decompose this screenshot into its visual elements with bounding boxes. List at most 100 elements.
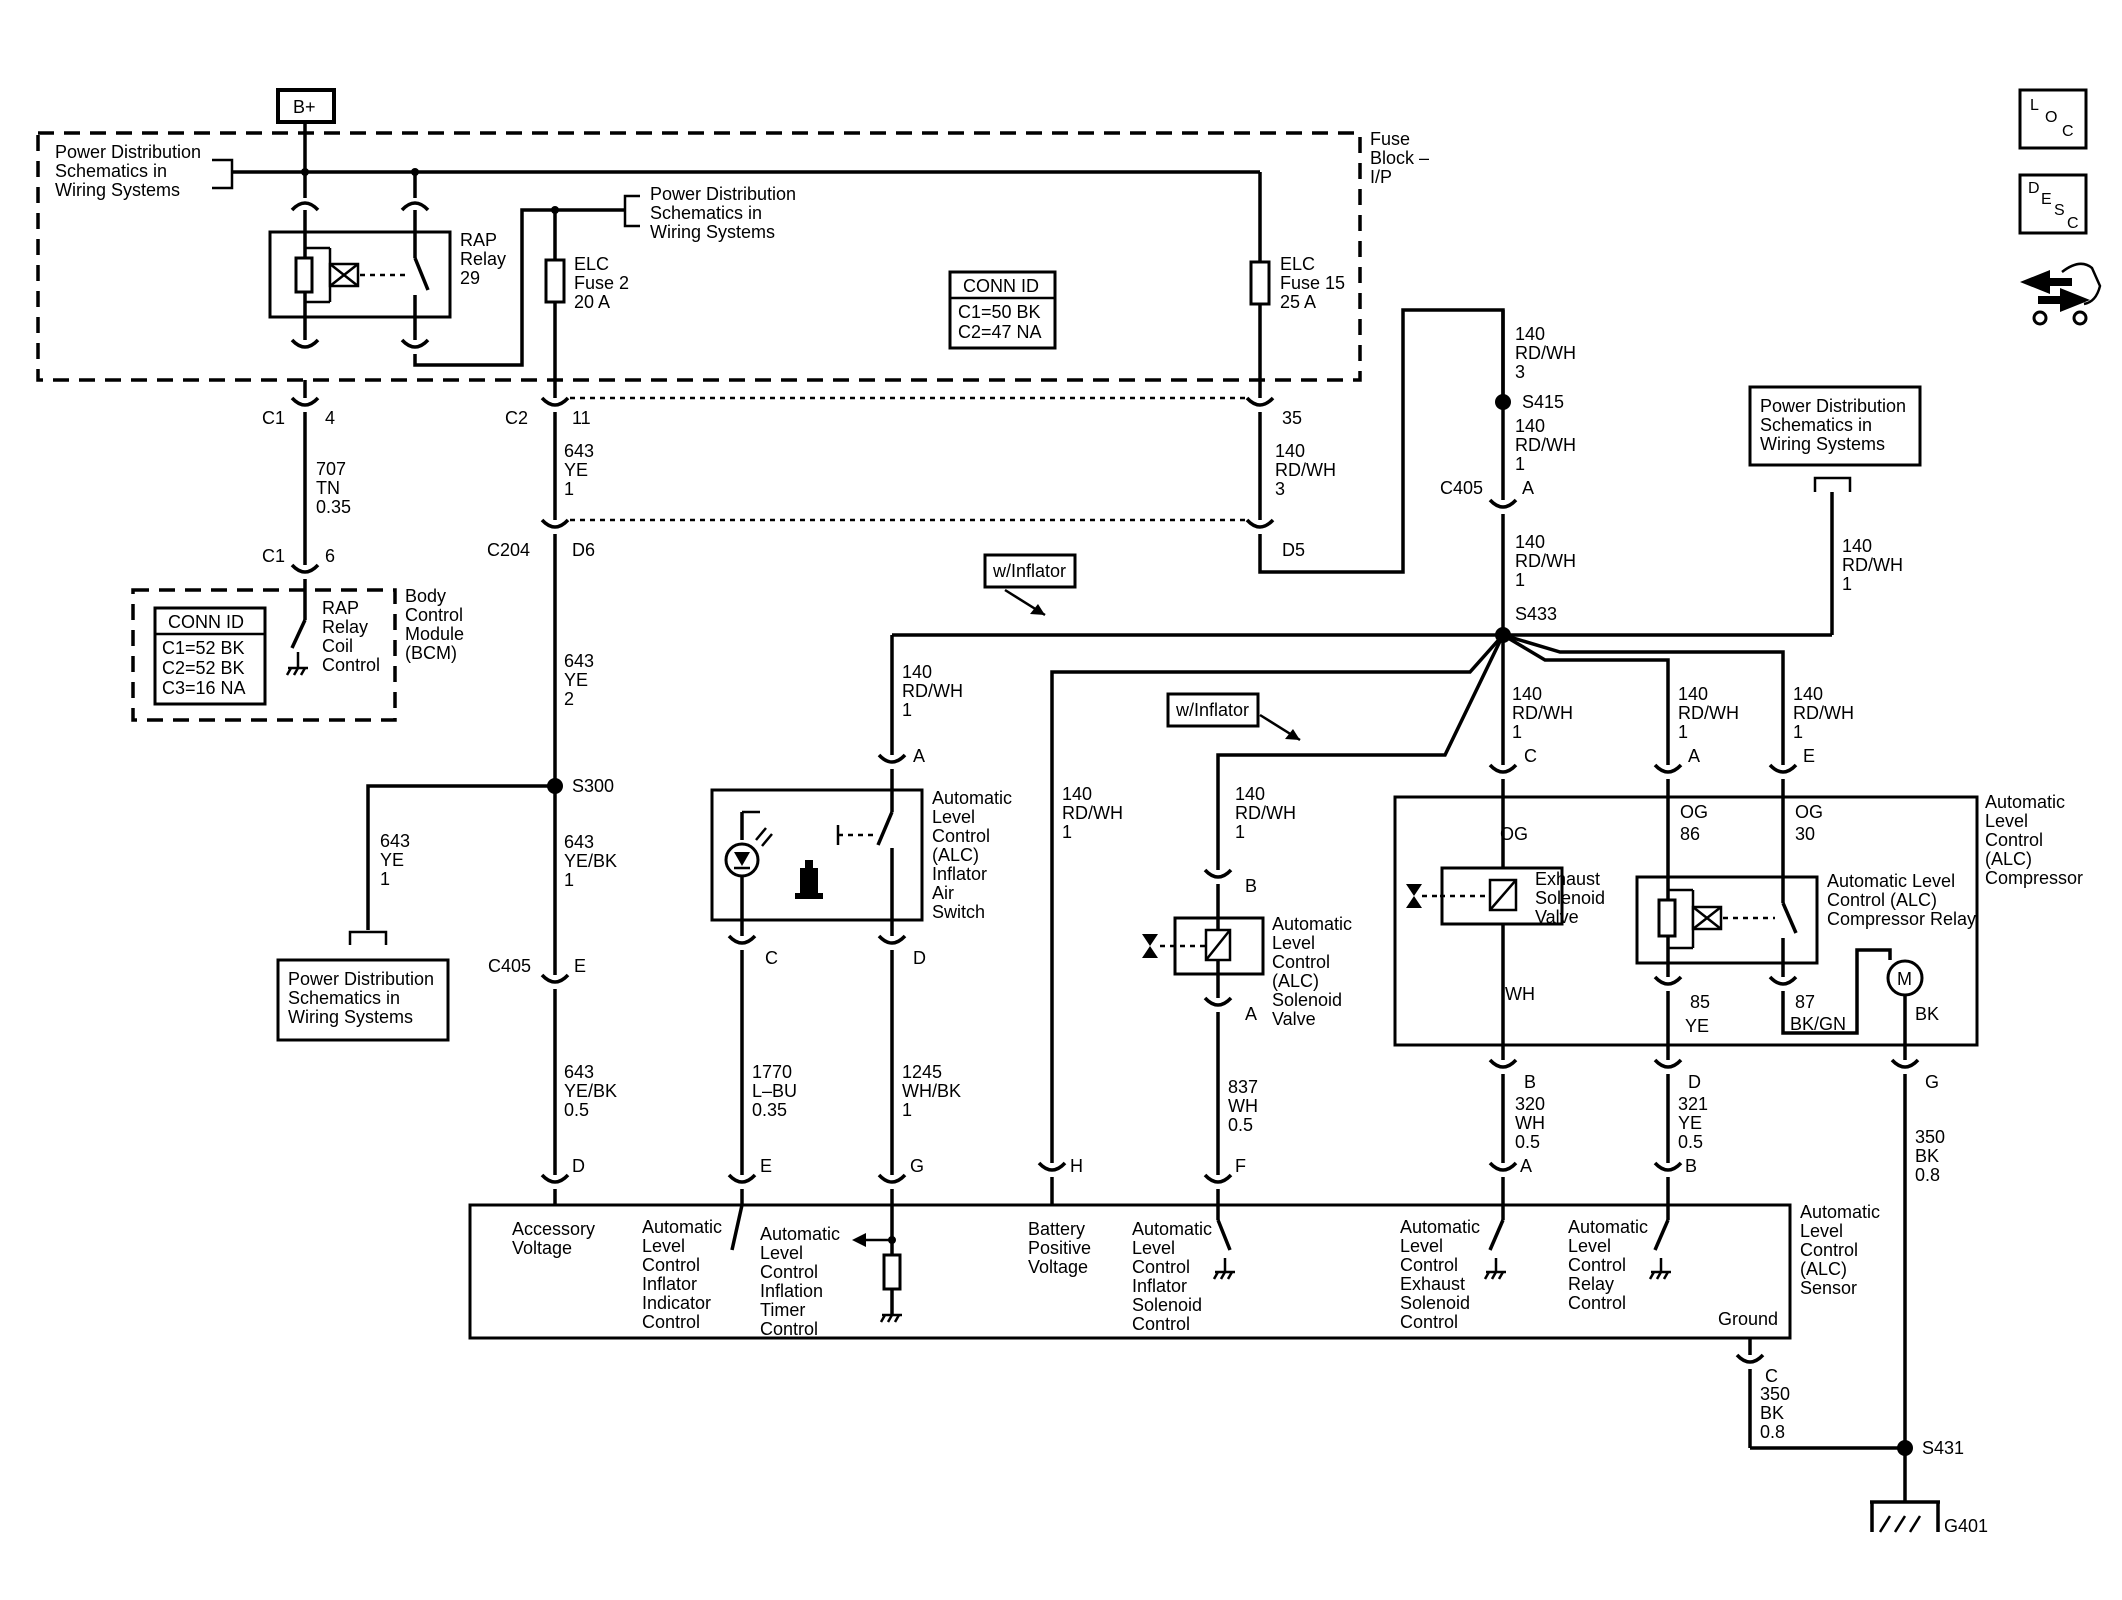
- svg-text:35: 35: [1282, 408, 1302, 428]
- svg-text:OG: OG: [1680, 802, 1708, 822]
- sensor-ground: Ground C 350 BK 0.8: [1718, 1309, 1790, 1448]
- sensor-exhaust-solenoid-control: Automatic Level Control Exhaust Solenoid…: [1400, 1205, 1506, 1332]
- svg-text:Solenoid: Solenoid: [1535, 888, 1605, 908]
- svg-text:Wiring Systems: Wiring Systems: [1760, 434, 1885, 454]
- svg-text:YE/BK: YE/BK: [564, 1081, 617, 1101]
- svg-text:B+: B+: [293, 97, 316, 117]
- svg-text:85: 85: [1690, 992, 1710, 1012]
- svg-text:140: 140: [1678, 684, 1708, 704]
- power-distribution-ref-top-left: Power Distribution Schematics in Wiring …: [55, 142, 305, 200]
- svg-text:Automatic: Automatic: [1132, 1219, 1212, 1239]
- bplus-terminal: B+: [276, 88, 336, 124]
- svg-text:Automatic: Automatic: [1985, 792, 2065, 812]
- svg-text:707: 707: [316, 459, 346, 479]
- svg-text:YE/BK: YE/BK: [564, 851, 617, 871]
- connector-c405-a: C405 A: [1440, 478, 1534, 509]
- svg-text:Solenoid: Solenoid: [1400, 1293, 1470, 1313]
- svg-text:C405: C405: [1440, 478, 1483, 498]
- svg-text:Inflator: Inflator: [1132, 1276, 1187, 1296]
- rap-relay: RAP Relay 29: [268, 201, 506, 349]
- svg-text:0.5: 0.5: [1228, 1115, 1253, 1135]
- svg-text:O: O: [2045, 109, 2057, 126]
- svg-text:WH: WH: [1505, 984, 1535, 1004]
- svg-text:140: 140: [1793, 684, 1823, 704]
- svg-text:H: H: [1070, 1156, 1083, 1176]
- bcm-label: Body Control Module (BCM): [405, 586, 464, 663]
- svg-text:Wiring Systems: Wiring Systems: [650, 222, 775, 242]
- svg-text:20 A: 20 A: [574, 292, 610, 312]
- svg-text:C: C: [1765, 1366, 1778, 1386]
- svg-text:Fuse 15: Fuse 15: [1280, 273, 1345, 293]
- svg-text:S300: S300: [572, 776, 614, 796]
- svg-text:1: 1: [1062, 822, 1072, 842]
- svg-text:Solenoid: Solenoid: [1272, 990, 1342, 1010]
- svg-text:Switch: Switch: [932, 902, 985, 922]
- svg-text:30: 30: [1795, 824, 1815, 844]
- svg-text:Schematics in: Schematics in: [650, 203, 762, 223]
- svg-text:E: E: [574, 956, 586, 976]
- svg-text:837: 837: [1228, 1077, 1258, 1097]
- svg-text:B: B: [1685, 1156, 1697, 1176]
- svg-text:Control: Control: [1132, 1257, 1190, 1277]
- wire-1245: 1245 WH/BK 1: [890, 950, 961, 1175]
- svg-text:140: 140: [1512, 684, 1542, 704]
- svg-text:C2=47 NA: C2=47 NA: [958, 322, 1042, 342]
- svg-text:1: 1: [1515, 454, 1525, 474]
- svg-text:1: 1: [564, 870, 574, 890]
- svg-text:Level: Level: [1568, 1236, 1611, 1256]
- svg-text:643: 643: [564, 1062, 594, 1082]
- splice-s415: S415: [1495, 392, 1564, 412]
- svg-text:Inflator: Inflator: [642, 1274, 697, 1294]
- svg-text:Positive: Positive: [1028, 1238, 1091, 1258]
- svg-text:Automatic: Automatic: [1272, 914, 1352, 934]
- svg-text:ELC: ELC: [1280, 254, 1315, 274]
- svg-text:w/Inflator: w/Inflator: [992, 561, 1066, 581]
- svg-text:S: S: [2054, 202, 2065, 219]
- svg-text:M: M: [1897, 969, 1912, 989]
- svg-text:Schematics in: Schematics in: [55, 161, 167, 181]
- svg-text:E: E: [1803, 746, 1815, 766]
- svg-text:Automatic Level: Automatic Level: [1827, 871, 1955, 891]
- svg-text:643: 643: [564, 651, 594, 671]
- vehicle-arrows-icon[interactable]: [2020, 262, 2102, 326]
- alc-sensor-label: Automatic Level Control (ALC) Sensor: [1800, 1202, 1880, 1298]
- svg-text:C1: C1: [262, 408, 285, 428]
- desc-icon[interactable]: D E S C: [2018, 173, 2088, 235]
- sensor-inflator-indicator-control: Automatic Level Control Inflator Indicat…: [642, 1204, 744, 1332]
- svg-text:Level: Level: [760, 1243, 803, 1263]
- svg-text:1: 1: [902, 700, 912, 720]
- svg-text:Control: Control: [1400, 1312, 1458, 1332]
- svg-text:6: 6: [325, 546, 335, 566]
- svg-text:S433: S433: [1515, 604, 1557, 624]
- wire-643-ye-2: 643 YE 2: [553, 534, 594, 975]
- svg-text:BK/GN: BK/GN: [1790, 1014, 1846, 1034]
- svg-text:D: D: [2028, 180, 2040, 197]
- loc-icon[interactable]: L O C: [2018, 88, 2088, 150]
- svg-text:Sensor: Sensor: [1800, 1278, 1857, 1298]
- svg-text:(ALC): (ALC): [1272, 971, 1319, 991]
- svg-text:B: B: [1245, 876, 1257, 896]
- svg-text:87: 87: [1795, 992, 1815, 1012]
- svg-text:Control: Control: [322, 655, 380, 675]
- svg-text:1: 1: [1235, 822, 1245, 842]
- wire-643-ye-1: 643 YE 1: [553, 412, 594, 520]
- svg-text:Control: Control: [1800, 1240, 1858, 1260]
- svg-text:140: 140: [1235, 784, 1265, 804]
- connector-35: 35: [1245, 396, 1302, 428]
- svg-text:RD/WH: RD/WH: [1235, 803, 1296, 823]
- compressor-connectors-bottom: B D G: [1488, 1058, 1939, 1092]
- svg-text:F: F: [1235, 1156, 1246, 1176]
- svg-text:Automatic: Automatic: [932, 788, 1012, 808]
- svg-text:Automatic: Automatic: [1568, 1217, 1648, 1237]
- svg-text:Power Distribution: Power Distribution: [1760, 396, 1906, 416]
- svg-text:A: A: [1245, 1004, 1257, 1024]
- w-inflator-flag-2: w/Inflator: [1166, 692, 1301, 742]
- svg-text:Valve: Valve: [1535, 907, 1579, 927]
- svg-text:140: 140: [902, 662, 932, 682]
- svg-text:C405: C405: [488, 956, 531, 976]
- svg-text:L: L: [2030, 97, 2039, 114]
- svg-text:Power Distribution: Power Distribution: [288, 969, 434, 989]
- wire-320: 320 WH 0.5: [1501, 1074, 1545, 1163]
- wire-140-rdwh-1-battery: 140 RD/WH 1: [1062, 784, 1123, 842]
- svg-text:C: C: [2067, 215, 2079, 232]
